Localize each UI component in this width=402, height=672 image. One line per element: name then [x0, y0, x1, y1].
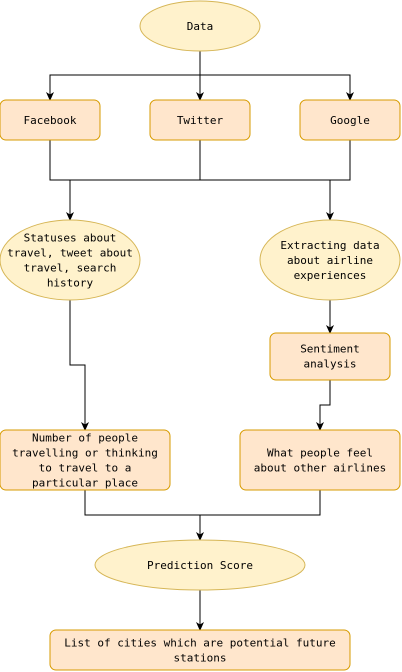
- edge-sentiment-to-feel: [316, 380, 331, 431]
- node-cities[interactable]: List of cities which are potential futur…: [49, 629, 351, 671]
- node-twitter-label: Twitter: [177, 114, 224, 127]
- edges: [46, 51, 354, 631]
- node-cities-label: List of cities which are potential futur…: [64, 637, 336, 665]
- edge-statuses-to-number: [69, 300, 89, 431]
- node-prediction[interactable]: Prediction Score: [94, 539, 306, 591]
- node-twitter[interactable]: Twitter: [149, 99, 251, 141]
- node-data[interactable]: Data: [139, 0, 261, 52]
- node-prediction-label: Prediction Score: [147, 559, 253, 572]
- edge-data-to-facebook: [46, 74, 200, 101]
- node-facebook[interactable]: Facebook: [0, 99, 101, 141]
- node-data-label: Data: [187, 20, 214, 33]
- edge-number-to-prediction: [84, 490, 321, 516]
- node-google-label: Google: [330, 114, 370, 127]
- node-facebook-label: Facebook: [24, 114, 77, 127]
- node-google[interactable]: Google: [299, 99, 401, 141]
- edge-data-to-google: [200, 74, 354, 101]
